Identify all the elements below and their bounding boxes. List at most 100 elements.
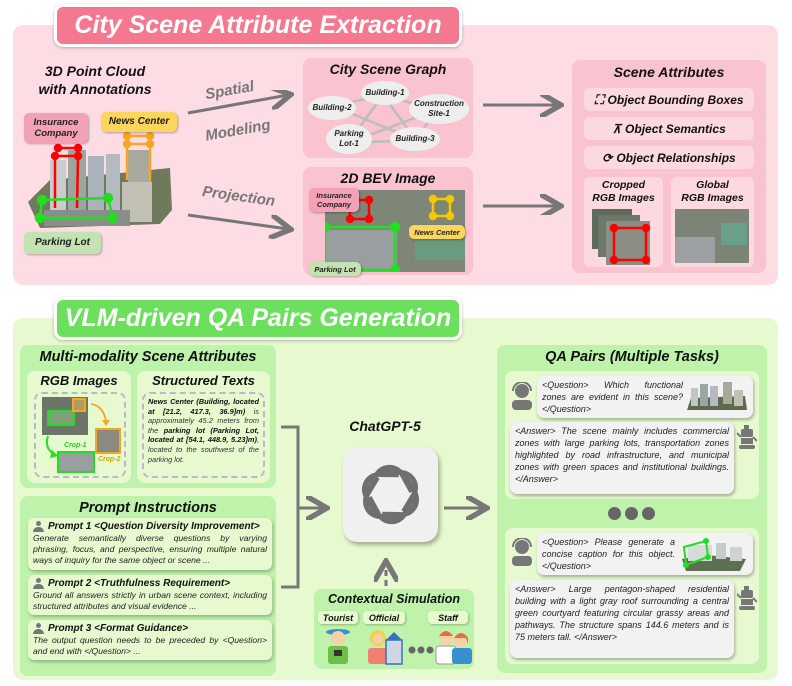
model-label: ChatGPT-5 xyxy=(349,418,421,434)
cropped-rgb-images-card: Cropped RGB Images xyxy=(584,177,663,267)
scene-attributes-title: Scene Attributes xyxy=(613,64,725,80)
model-connectors xyxy=(281,425,506,589)
parking-lot-bounding-box xyxy=(34,192,119,224)
bev-tag-news-center: News Center xyxy=(409,225,465,239)
building-shape xyxy=(88,156,104,210)
question-2-thumbnail xyxy=(682,538,746,571)
person-icon xyxy=(33,521,44,532)
crop-2-image xyxy=(95,428,121,454)
cropped-title-line2: RGB Images xyxy=(592,191,655,204)
prompt-2-card: Prompt 2 <Truthfulness Requirement> Grou… xyxy=(28,575,272,615)
spatial-modeling-arrow xyxy=(187,95,288,115)
node-label: Building-2 xyxy=(312,103,352,113)
qa-generation-banner: VLM-driven QA Pairs Generation xyxy=(54,297,462,340)
qa-pairs-title: QA Pairs (Multiple Tasks) xyxy=(545,349,719,365)
prompt-2-header: Prompt 2 <Truthfulness Requirement> xyxy=(33,577,267,590)
point-cloud-title-line1: 3D Point Cloud xyxy=(44,63,146,79)
global-field xyxy=(721,223,747,245)
crop-2-arrow xyxy=(90,403,107,423)
ellipsis-dot xyxy=(625,507,638,520)
tag-text: Company xyxy=(34,128,78,139)
tag-text: News Center xyxy=(414,227,460,237)
cropped-title: Cropped RGB Images xyxy=(584,179,663,204)
persona-official-tag: Official xyxy=(363,611,405,624)
tag-text: Parking Lot xyxy=(314,264,356,274)
bev-tag-parking-lot: Parking Lot xyxy=(309,262,361,276)
prompt-header-text: Prompt 1 <Question Diversity Improvement… xyxy=(48,521,260,532)
bev-news-center-box xyxy=(428,194,455,221)
prompt-header-text: Prompt 3 <Format Guidance> xyxy=(48,623,189,634)
robot-icon xyxy=(736,586,758,610)
hierarchy-icon: ⊼ xyxy=(612,121,622,136)
structured-text-bold: parking lot (Parking Lot, located at [54… xyxy=(148,425,259,445)
banner-title: City Scene Attribute Extraction xyxy=(74,11,442,39)
tag-text: Insurance xyxy=(33,116,79,128)
persona-label: Tourist xyxy=(322,612,354,623)
global-parking xyxy=(675,237,715,263)
user-headset-icon xyxy=(510,381,534,410)
structured-text-plain: , located to the southwest of the parkin… xyxy=(148,435,259,464)
crop-1-image xyxy=(57,451,95,473)
global-aerial-image xyxy=(675,209,749,263)
bev-image-title: 2D BEV Image xyxy=(340,170,436,186)
tag-text: Parking Lot xyxy=(34,237,90,248)
attribute-relationships: ⟳ Object Relationships xyxy=(584,146,754,169)
cropped-title-line1: Cropped xyxy=(601,179,646,191)
building-shape xyxy=(50,160,66,210)
global-title-line2: RGB Images xyxy=(681,191,744,204)
staff-icon xyxy=(435,631,472,665)
crop-2-region xyxy=(72,398,86,412)
crop-2-label: Crop-2 xyxy=(98,456,121,463)
scene-graph-title: City Scene Graph xyxy=(329,61,447,77)
rgb-crops-illustration xyxy=(42,397,121,473)
point-cloud-image xyxy=(28,131,172,228)
user-headset-icon-svg xyxy=(512,537,532,566)
news-center-bounding-box xyxy=(122,131,155,182)
persona-staff-tag: Staff xyxy=(428,611,468,624)
prompt-3-body: The output question needs to be preceded… xyxy=(33,635,267,656)
tag-text: Insurance xyxy=(316,191,352,200)
multimodality-title: Multi-modality Scene Attributes xyxy=(39,349,257,365)
prompt-instructions-title: Prompt Instructions xyxy=(79,500,217,516)
robot-icon-svg xyxy=(736,425,758,449)
point-cloud-title-line2: with Annotations xyxy=(38,81,152,98)
tag-text: News Center xyxy=(108,116,170,127)
tag-text: Company xyxy=(316,200,352,209)
graph-node-building-3: Building-3 xyxy=(390,127,440,151)
crop-2-arrowhead xyxy=(102,420,110,426)
tourist-icon xyxy=(326,629,350,664)
user-headset-icon-svg xyxy=(512,381,532,410)
person-icon xyxy=(33,578,44,589)
structured-text-plain: is approximately 45.2 meters from the xyxy=(148,406,259,435)
tag-news-center: News Center xyxy=(101,112,177,132)
rgb-images-title: RGB Images xyxy=(40,373,118,388)
prompt-3-header: Prompt 3 <Format Guidance> xyxy=(33,622,267,635)
cropped-image-stack xyxy=(592,209,651,265)
prompt-3-card: Prompt 3 <Format Guidance> The output qu… xyxy=(28,620,272,660)
point-cloud-title: 3D Point Cloud with Annotations xyxy=(25,62,165,98)
crop-1-arrowhead xyxy=(50,450,58,458)
ellipsis-dot xyxy=(608,507,621,520)
banner-title: VLM-driven QA Pairs Generation xyxy=(64,304,452,332)
node-label: Construction xyxy=(414,99,464,109)
tag-parking-lot: Parking Lot xyxy=(24,232,101,254)
attribute-label: Object Bounding Boxes xyxy=(607,92,744,107)
global-title: Global RGB Images xyxy=(671,179,754,204)
node-label: Parking xyxy=(334,129,364,139)
persona-illustrations xyxy=(326,629,472,665)
projection-arrow xyxy=(187,213,288,229)
rgb-images-frame xyxy=(34,392,126,478)
structured-text-content: News Center (Building, located at [21.2,… xyxy=(142,392,265,478)
user-headset-icon xyxy=(510,537,534,566)
contextual-simulation-title: Contextual Simulation xyxy=(328,592,460,606)
robot-icon xyxy=(736,425,758,449)
attribute-bounding-boxes: ⛶ Object Bounding Boxes xyxy=(584,88,754,111)
attribute-semantics: ⊼ Object Semantics xyxy=(584,117,754,140)
bev-insurance-box xyxy=(345,195,374,224)
attribute-extraction-banner: City Scene Attribute Extraction xyxy=(54,4,462,47)
question-1-thumbnail xyxy=(687,382,747,410)
